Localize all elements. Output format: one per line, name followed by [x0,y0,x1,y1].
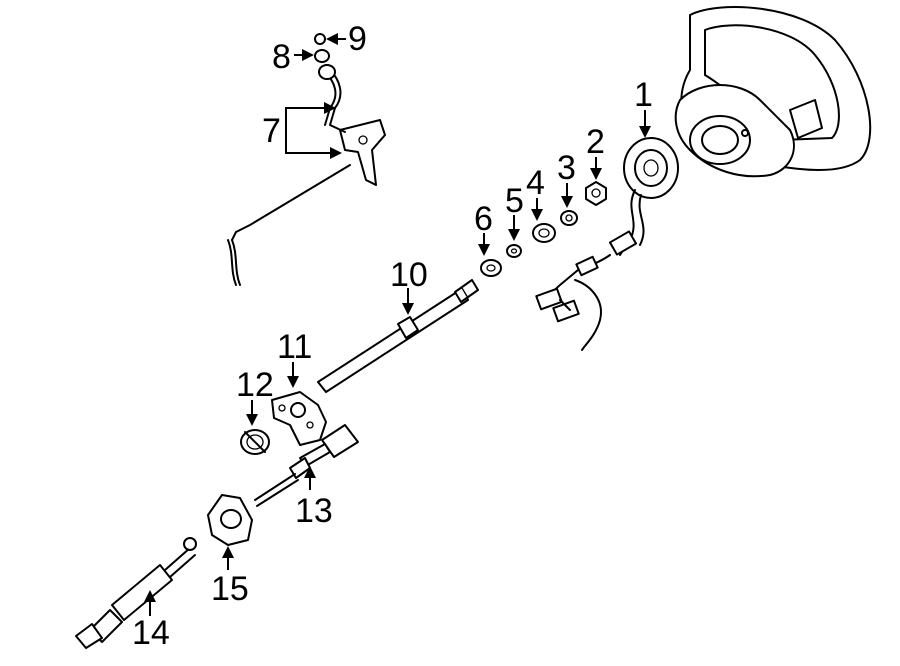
callout-6: 6 [474,200,493,238]
part-3-washer [560,210,578,226]
part-12-bearing [240,429,270,455]
callout-12: 12 [236,366,274,404]
part-7-tilt-linkage [227,64,386,286]
part-15-boot [207,494,253,546]
callout-14: 14 [132,614,170,652]
callout-9: 9 [348,20,367,58]
callout-3: 3 [557,149,576,187]
clock-spring [535,137,679,351]
callout-5: 5 [505,182,524,220]
callout-7: 7 [262,112,281,150]
callout-1: 1 [634,76,653,114]
part-5-washer [506,244,522,258]
callout-11: 11 [277,328,313,366]
part-14-lower-shaft [75,537,197,649]
part-6-bearing [480,259,502,277]
part-2-nut [585,181,607,206]
part-11-housing [271,391,327,446]
callout-2: 2 [586,123,605,161]
part-13-intermediate-shaft [254,424,359,507]
callout-13: 13 [295,492,333,530]
leader-lines [144,33,651,616]
part-9-cap [314,33,326,45]
callout-4: 4 [526,164,545,202]
steering-wheel [674,6,872,178]
callout-10: 10 [390,256,428,294]
callout-8: 8 [272,38,291,76]
part-8-knob [314,49,330,63]
part-4-bushing [532,223,556,243]
callout-15: 15 [211,570,249,608]
part-10-upper-shaft [317,279,479,393]
